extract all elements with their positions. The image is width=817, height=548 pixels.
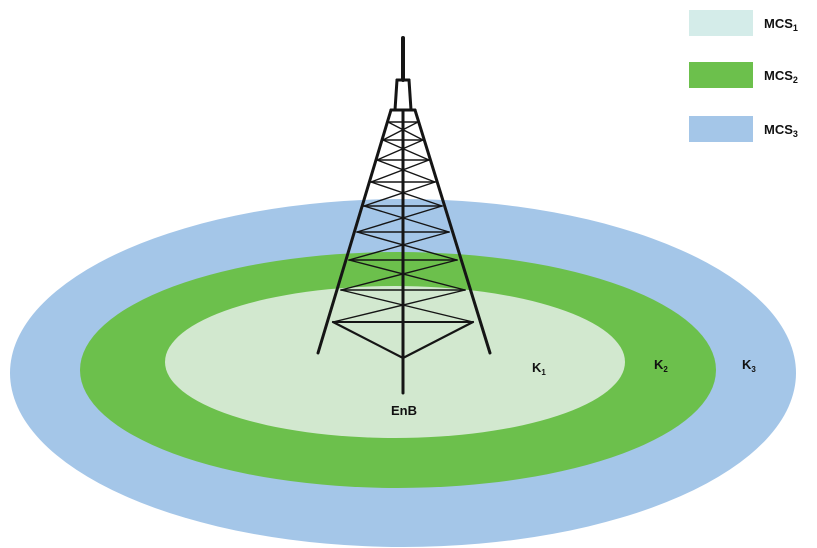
legend-label-mcs3: MCS3: [764, 122, 798, 139]
legend-label-mcs2: MCS2: [764, 68, 798, 85]
legend-swatch-mcs3: [689, 116, 753, 142]
legend-swatch-mcs1: [689, 10, 753, 36]
zone-k1-ring: [165, 286, 625, 438]
legend-label-mcs1: MCS1: [764, 16, 798, 33]
legend-swatch-mcs2: [689, 62, 753, 88]
legend: MCS1 MCS2 MCS3: [689, 10, 798, 142]
zone-k3-label: K3: [742, 357, 756, 374]
zone-k1-label: K1: [532, 360, 546, 377]
zone-k2-label: K2: [654, 357, 668, 374]
cell-tower-icon: [316, 36, 492, 395]
tower-label: EnB: [391, 403, 417, 418]
